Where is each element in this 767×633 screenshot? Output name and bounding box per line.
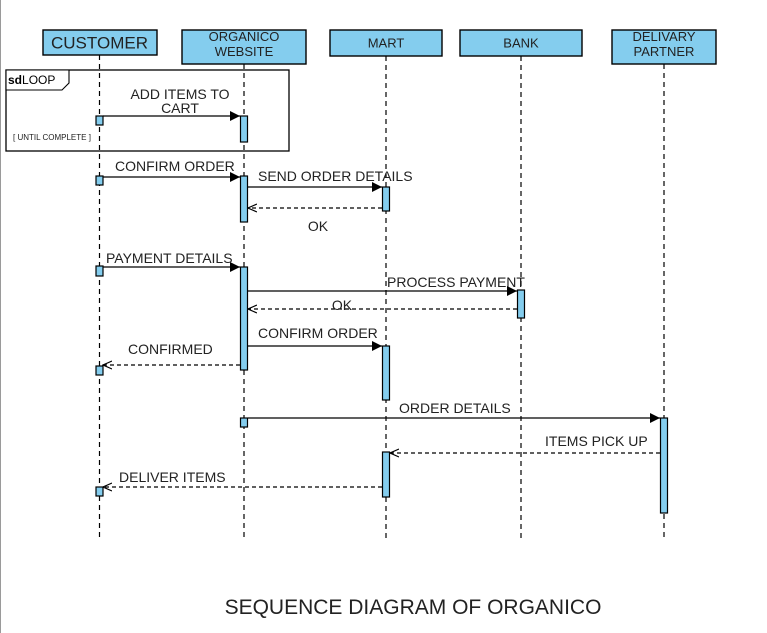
participant-label-delivery-line: PARTNER	[634, 44, 695, 59]
activation-bar-mart	[381, 451, 391, 498]
message-label: PAYMENT DETAILS	[106, 250, 233, 266]
activation-bar-delivery	[659, 417, 669, 514]
message-label-line: OK	[308, 218, 329, 234]
message-label-line: PAYMENT DETAILS	[106, 250, 233, 266]
message-label-line: DELIVER ITEMS	[119, 469, 226, 485]
message-label: CONFIRM ORDER	[115, 158, 235, 174]
participant-label-customer-line: CUSTOMER	[51, 34, 148, 53]
message-label-line: SEND ORDER DETAILS	[258, 168, 413, 184]
message-label: OK	[308, 218, 329, 234]
message-label: ITEMS PICK UP	[545, 433, 648, 449]
message-label: CONFIRMED	[128, 341, 213, 357]
loop-operator: sdLOOP	[8, 73, 55, 87]
participant-label-website-line: WEBSITE	[215, 44, 274, 59]
participant-box-mart	[329, 29, 443, 57]
participant-label-website-line: ORGANICO	[209, 29, 280, 44]
activation-bar-website	[239, 417, 249, 428]
activation-bar-customer	[95, 365, 104, 376]
activation-bar-website	[239, 175, 249, 223]
message-label-line: ADD ITEMS TO	[130, 86, 229, 102]
activation-bar-customer	[95, 175, 104, 186]
message-label-line: CONFIRM ORDER	[258, 325, 378, 341]
participant-label-mart: MART	[368, 36, 405, 51]
activation-bar-mart	[381, 186, 391, 212]
page-left-border	[0, 0, 1, 633]
message-label: CONFIRM ORDER	[258, 325, 378, 341]
activation-bar-website	[239, 115, 249, 143]
message-label-line: ITEMS PICK UP	[545, 433, 648, 449]
activation-bar-customer	[95, 486, 104, 497]
loop-guard: [ UNTIL COMPLETE ]	[13, 133, 91, 142]
message-label: ORDER DETAILS	[399, 400, 511, 416]
message-label-line: CART	[161, 100, 199, 116]
diagram-title: SEQUENCE DIAGRAM OF ORGANICO	[225, 596, 602, 619]
participant-label-customer: CUSTOMER	[51, 34, 148, 53]
message-label: SEND ORDER DETAILS	[258, 168, 413, 184]
participant-box-website	[181, 29, 307, 65]
participant-label-bank: BANK	[503, 36, 539, 51]
activation-bar-customer	[95, 265, 104, 277]
message-label: DELIVER ITEMS	[119, 469, 226, 485]
message-label: OK	[332, 297, 353, 313]
message-label-line: CONFIRM ORDER	[115, 158, 235, 174]
activation-bar-website	[239, 266, 249, 371]
message-label: PROCESS PAYMENT	[387, 274, 525, 290]
participant-label-bank-line: BANK	[503, 36, 539, 51]
message-label-line: OK	[332, 297, 353, 313]
participant-box-delivery	[611, 29, 717, 65]
loop-fragment-tab	[5, 69, 70, 91]
message-label-line: ORDER DETAILS	[399, 400, 511, 416]
participant-label-delivery-line: DELIVARY	[632, 29, 695, 44]
loop-operator-name: LOOP	[22, 73, 55, 87]
participant-box-customer	[42, 29, 158, 56]
participant-label-mart-line: MART	[368, 36, 405, 51]
participant-box-bank	[459, 29, 583, 57]
activation-bar-mart	[381, 345, 391, 401]
activation-bar-customer	[95, 115, 104, 126]
message-label-line: PROCESS PAYMENT	[387, 274, 525, 290]
message-label-line: CONFIRMED	[128, 341, 213, 357]
loop-fragment-frame	[5, 69, 290, 152]
activation-bar-bank	[516, 289, 526, 319]
loop-operator-prefix: sd	[8, 73, 22, 87]
